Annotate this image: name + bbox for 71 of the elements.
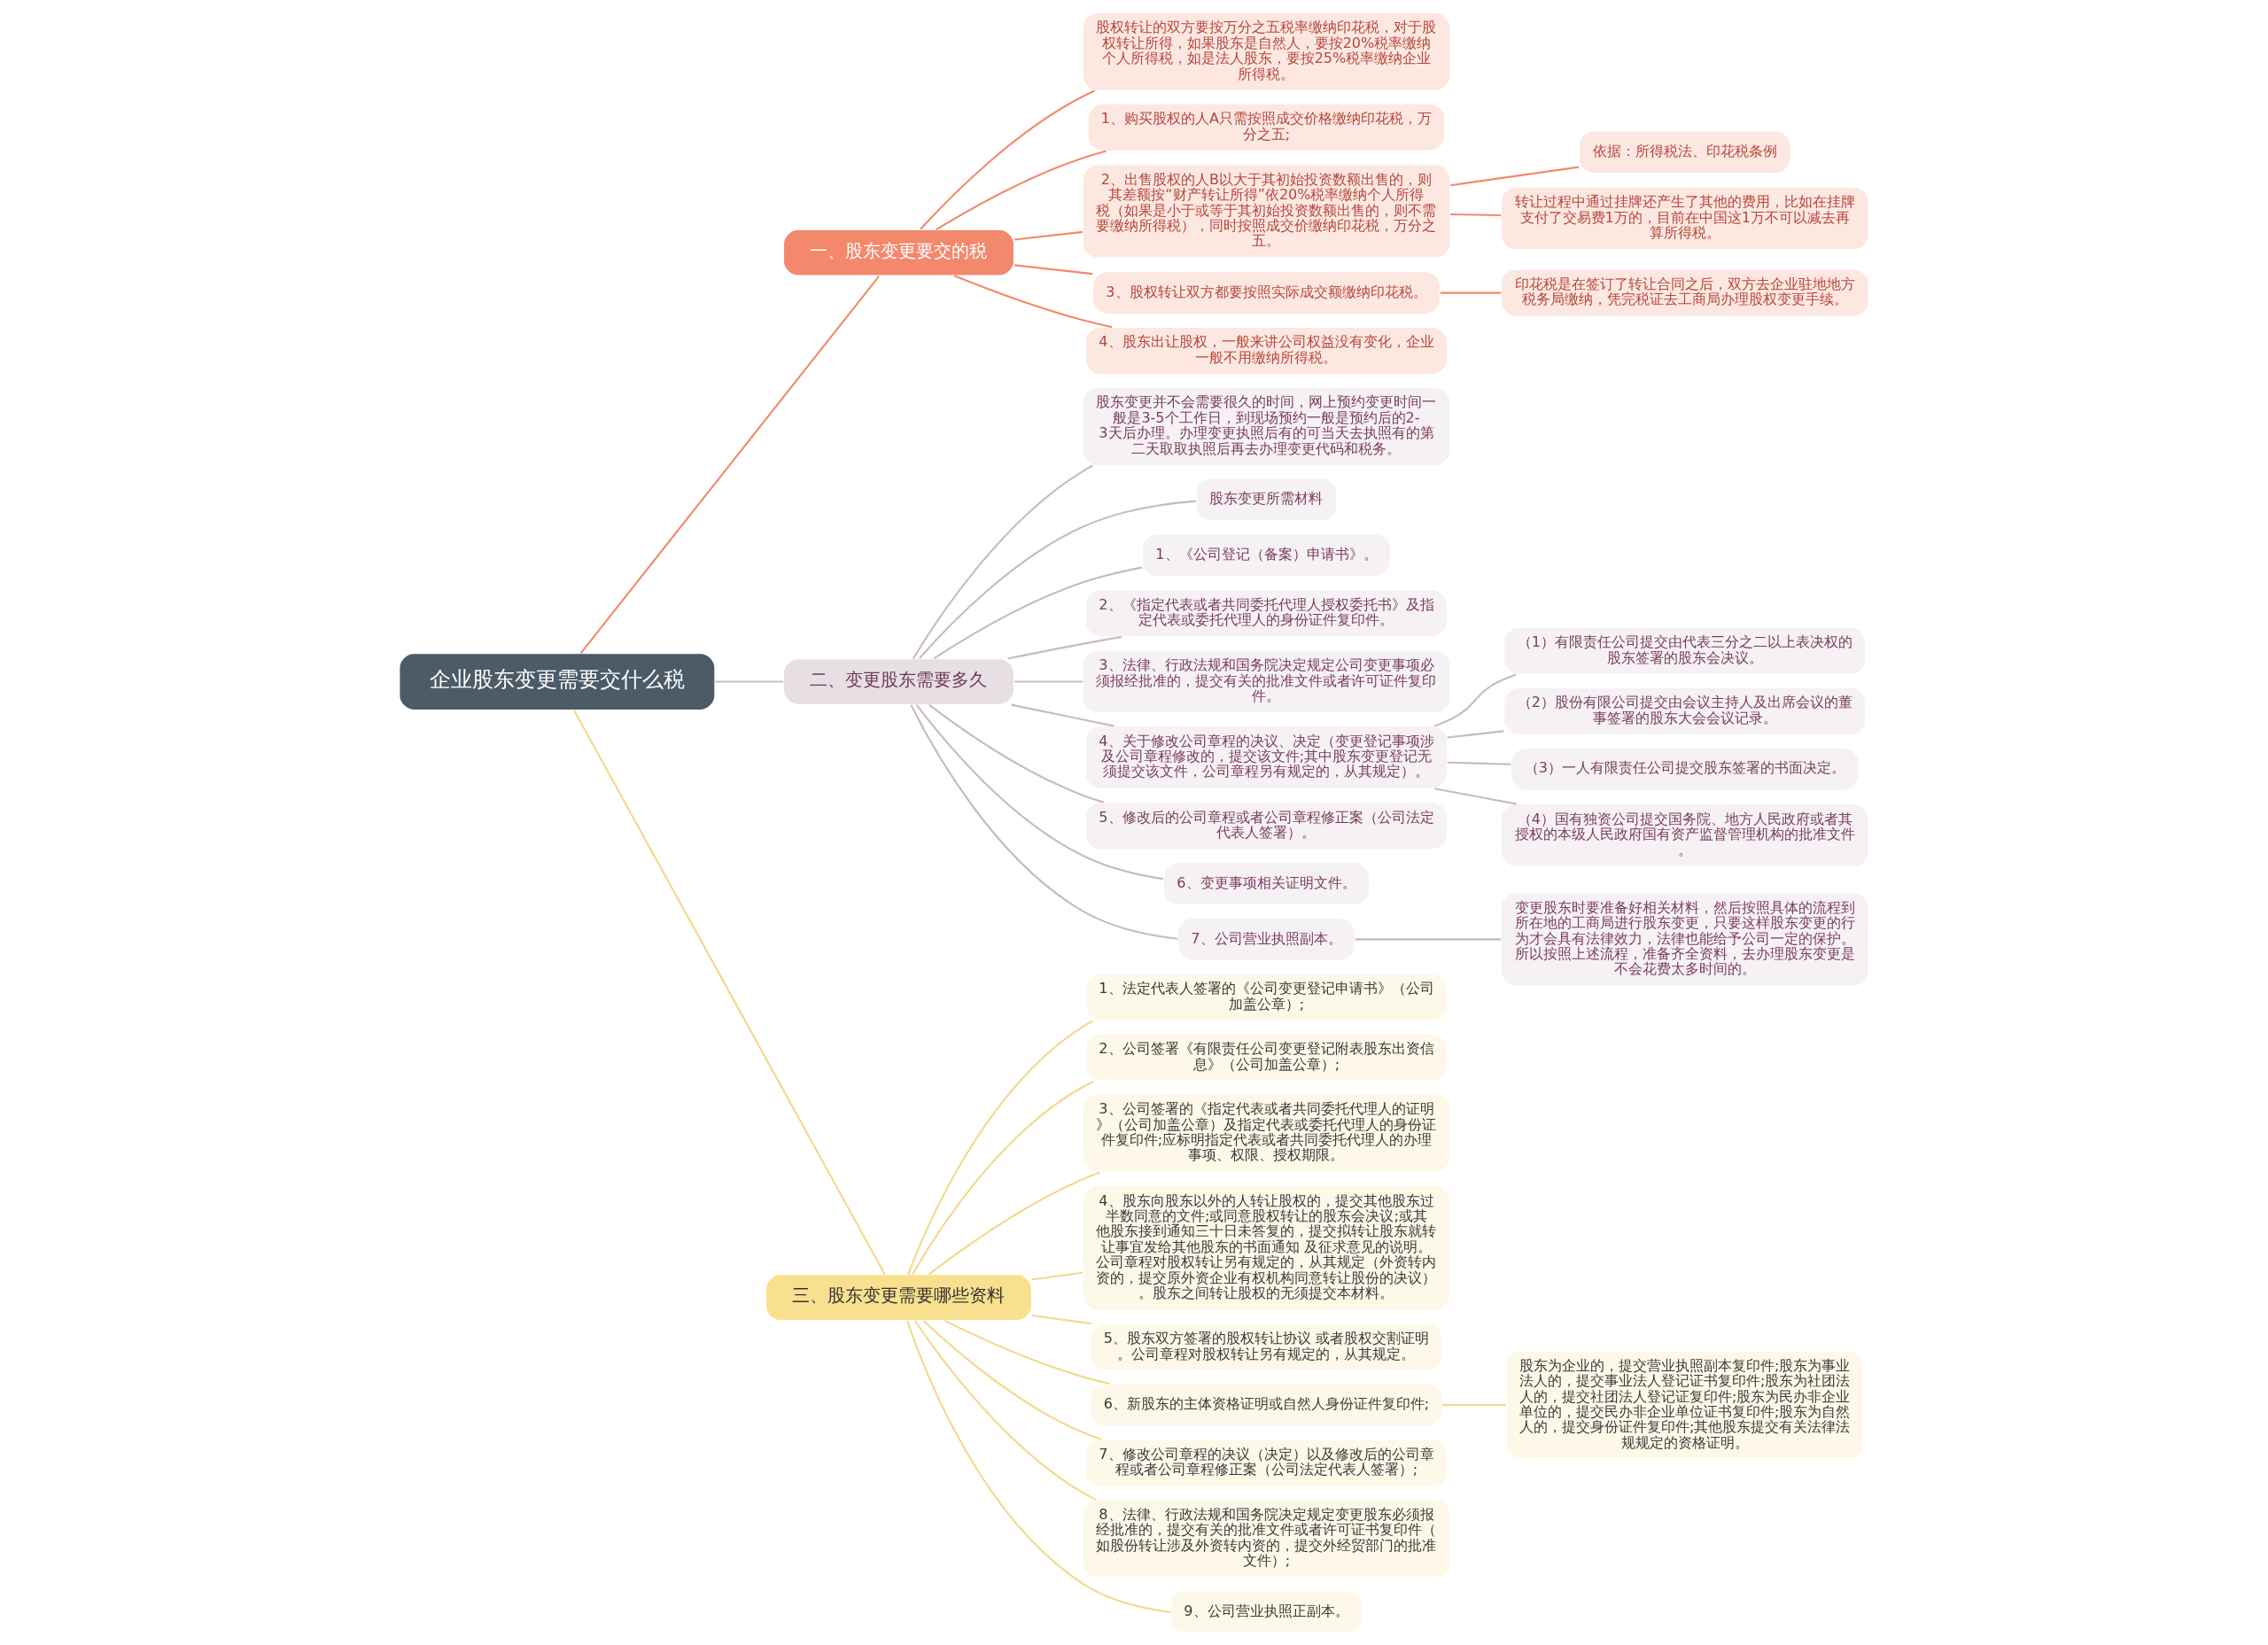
connector	[1434, 673, 1517, 727]
node-box: （1）有限责任公司提交由代表三分之二以上表决权的股东签署的股东会决议。	[1503, 626, 1867, 675]
connector	[1014, 680, 1083, 683]
node-box: 5、修改后的公司章程或者公司章程修正案（公司法定代表人签署）。	[1084, 801, 1449, 850]
connector	[1434, 787, 1517, 805]
connector	[1031, 1314, 1091, 1324]
connector	[912, 1080, 1095, 1275]
connector	[1447, 761, 1511, 765]
node-box: 5、股东双方签署的股权转让协议 或者股权交割证明。公司章程对股权转让另有规定的，从其规定。	[1089, 1322, 1443, 1371]
connector	[944, 1319, 1110, 1385]
node-box: 转让过程中通过挂牌还产生了其他的费用，比如在挂牌支付了交易费1万的，目前在中国这1万不可以减去再算所得税。	[1500, 186, 1869, 251]
node-box: 6、变更事项相关证明文件。	[1162, 861, 1371, 905]
node-box: 股东变更所需材料	[1195, 477, 1338, 522]
node-box: 2、出售股权的人B以大于其初始投资数额出售的，则其差额按“财产转让所得”依20%税率缴纳个人所得税（如果是小于或等于其初始投资数额出售的，则不需要缴纳所得税），同时按照成交价缴纳印花税，万分之五。	[1082, 163, 1451, 259]
node-box: 7、修改公司章程的决议（决定）以及修改后的公司章程或者公司章程修正案（公司法定代表人签署）;	[1084, 1438, 1449, 1487]
node-box: 二、变更股东需要多久	[782, 657, 1015, 705]
connector	[1011, 703, 1115, 727]
connector	[933, 566, 1143, 659]
connector	[1440, 291, 1502, 294]
node-box: 一、股东变更要交的税	[782, 229, 1015, 276]
node-box: 1、购买股权的人A只需按照成交价格缴纳印花税，万分之五;	[1087, 102, 1446, 151]
connector	[928, 1170, 1100, 1275]
connector	[910, 703, 1178, 940]
connector	[953, 274, 1113, 328]
connector	[715, 680, 783, 683]
connector	[928, 703, 1104, 803]
node-box: 4、股东出让股权，一般来讲公司权益没有变化，企业一般不用缴纳所得税。	[1084, 326, 1449, 375]
connector	[906, 1320, 1171, 1613]
node-box: 股东变更并不会需要很久的时间，网上预约变更时间一般是3-5个工作日，到现场预约一般是预约后的2-3天后办理。办理变更执照后有的可当天去执照有的第二天取取执照后再去办理变更代码和税务。	[1082, 386, 1451, 466]
connector	[1007, 635, 1122, 660]
node-box: 股权转让的双方要按万分之五税率缴纳印花税，对于股权转让所得，如果股东是自然人，要按20%税率缴纳个人所得税，如是法人股东，要按25%税率缴纳企业所得税。	[1082, 12, 1451, 91]
connector	[915, 703, 1164, 880]
connector	[579, 275, 881, 654]
connector	[1447, 729, 1504, 738]
node-box: 依据：所得税法、印花税条例	[1578, 129, 1791, 174]
node-box: 2、公司签署《有限责任公司变更登记附表股东出资信息》（公司加盖公章）;	[1084, 1033, 1449, 1082]
node-box: 印花税是在签订了转让合同之后，双方去企业驻地地方税务局缴纳，凭完税证去工商局办理股权变更手续。	[1500, 268, 1869, 317]
connector	[936, 149, 1107, 230]
connector	[907, 1020, 1093, 1275]
connector	[913, 1319, 1097, 1501]
node-box: 2、《指定代表或者共同委托代理人授权委托书》及指定代表或委托代理人的身份证件复印件。	[1084, 588, 1449, 637]
connector	[920, 89, 1095, 229]
node-box: 3、股权转让双方都要按照实际成交额缴纳印花税。	[1091, 270, 1441, 314]
connector	[1450, 213, 1502, 216]
connector	[1449, 166, 1579, 186]
node-box: 4、关于修改公司章程的决议、决定（变更登记事项涉及公司章程修改的，提交该文件;其中股东变更登记无须提交该文件，公司章程另有规定的，从其规定）。	[1084, 725, 1449, 789]
node-box: （2）股份有限公司提交由会议主持人及出席会议的董事签署的股东大会会议记录。	[1503, 687, 1867, 735]
node-box: 3、公司签署的《指定代表或者共同委托代理人的证明》（公司加盖公章）及指定代表或委托代理人的身份证件复印件;应标明指定代表或者共同委托代理人的办理事项、权限、授权期限。	[1082, 1093, 1451, 1173]
node-box: 6、新股东的主体资格证明或自然人身份证件复印件;	[1089, 1382, 1443, 1427]
node-box: 8、法律、行政法规和国务院决定规定变更股东必须报经批准的，提交有关的批准文件或者许可证书复印件（如股份转让涉及外资转内资的，提交外经贸部门的批准文件）;	[1082, 1498, 1451, 1579]
node-box: 股东为企业的，提交营业执照副本复印件;股东为事业法人的，提交事业法人登记证书复印件;股东为社团法人的，提交社团法人登记证复印件;股东为民办非企业单位的，提交民办非企业单位证书复印件;股东为自然人的，提交身份证件复印件;其他股东提交有关法律法规规定的资格证明。	[1505, 1349, 1864, 1460]
node-box: 1、法定代表人签署的《公司变更登记申请书》（公司加盖公章）;	[1084, 972, 1449, 1021]
connector	[1031, 1271, 1083, 1281]
node-box: 9、公司营业执照正副本。	[1169, 1589, 1363, 1633]
node-box: 1、《公司登记（备案）申请书》。	[1141, 532, 1392, 577]
connector	[1355, 937, 1502, 940]
node-box: 7、公司营业执照副本。	[1177, 917, 1356, 961]
node-box: （4）国有独资公司提交国务院、地方人民政府或者其授权的本级人民政府国有资产监督管理机构的批准文件。	[1500, 803, 1869, 867]
connector	[912, 464, 1094, 659]
node-box: 三、股东变更需要哪些资料	[765, 1273, 1033, 1321]
connector	[572, 709, 886, 1275]
connector	[922, 1319, 1101, 1440]
node-box: 变更股东时要准备好相关材料，然后按照具体的流程到所在地的工商局进行股东变更，只要这样股东变更的行为才会具有法律效力，法律也能给予公司一定的保护。所以按照上述流程，准备齐全资料，去办理股东变更是不会花费太多时间的。	[1500, 891, 1869, 987]
connector	[1442, 1403, 1506, 1406]
node-box: 3、法律、行政法规和国务院决定规定公司变更事项必须报经批准的，提交有关的批准文件或者许可证件复印件。	[1082, 649, 1451, 714]
connector	[1014, 263, 1093, 275]
connector	[919, 500, 1196, 659]
node-box: 企业股东变更需要交什么税	[399, 652, 716, 710]
node-box: 4、股东向股东以外的人转让股权的，提交其他股东过半数同意的文件;或同意股权转让的股东会决议;或其他股东接到通知三十日未答复的，提交拟转让股东就转让事宜发给其他股东的书面通知 及征求意见的说明。公司章程对股权转让另有规定的，从其规定（外资转内资的，提交原外资企业有权机构同意转让股份的决议）。股东之间转让股权的无须提交本材料。	[1082, 1184, 1451, 1310]
connector	[1014, 230, 1083, 241]
node-box: （3）一人有限责任公司提交股东签署的书面决定。	[1510, 747, 1860, 791]
